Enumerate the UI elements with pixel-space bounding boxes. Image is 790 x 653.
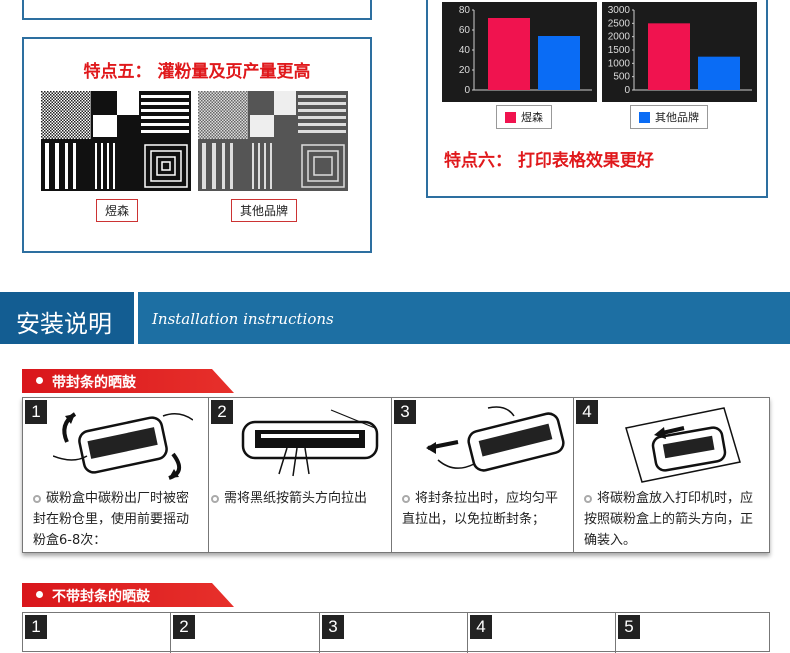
- y-tick-label: 3000: [608, 5, 631, 16]
- y-tick-label: 1000: [608, 58, 631, 69]
- y-tick-label: 500: [613, 72, 630, 83]
- legend-other-swatch: [639, 111, 650, 123]
- step-3-text-content: 将封条拉出时，应均匀平直拉出，以免拉断封条；: [402, 491, 559, 527]
- step-b1: 1: [23, 613, 171, 653]
- step-4-text-content: 将碳粉盒放入打印机时，应按照碳粉盒上的箭头方向，正确装入。: [584, 491, 754, 548]
- step-3-text: 将封条拉出时，应均匀平直拉出，以免拉断封条；: [402, 488, 565, 530]
- legend-other: 其他品牌: [630, 105, 708, 129]
- step-4-number: 4: [576, 400, 598, 424]
- y-tick-label: 2000: [608, 32, 631, 43]
- step-2-text-content: 需将黑纸按箭头方向拉出: [224, 491, 368, 506]
- step-b2-number: 2: [173, 615, 195, 639]
- install-title-block: [0, 292, 138, 344]
- step-1-number: 1: [25, 400, 47, 424]
- brand-sample-tag: 煜森: [96, 199, 139, 222]
- shake-cartridge-illustration: [53, 412, 193, 480]
- with-seal-header: 带封条的晒鼓: [22, 369, 234, 393]
- insert-cartridge-illustration: [625, 407, 741, 483]
- bar-其他品牌: [538, 36, 580, 90]
- y-tick-label: 40: [459, 45, 471, 56]
- step-1: 1 碳粉盒中碳粉出厂时被密封在粉仓里，使用前要摇动粉盒6-8次：: [23, 398, 209, 552]
- bullet-icon: [402, 494, 410, 503]
- y-tick-label: 0: [464, 85, 470, 96]
- step-b3-number: 3: [322, 615, 344, 639]
- step-b5-number: 5: [618, 615, 640, 639]
- step-b3: 3: [320, 613, 468, 653]
- step-2-number: 2: [211, 400, 233, 424]
- pull-black-paper-illustration: [241, 409, 379, 477]
- y-tick-label: 1500: [608, 45, 631, 56]
- bar-煜森: [488, 18, 530, 90]
- feature5-box: 特点五： 灌粉量及页产量更高 煜森: [22, 37, 372, 253]
- chart-right-svg: 3000 2500 2000 1500 1000 500 0: [608, 5, 752, 96]
- step-2-text: 需将黑纸按箭头方向拉出: [211, 488, 391, 509]
- feature6-box: 80 60 40 20 0 3000 2500 2000 1500 1000 500 0 煜森 其他…: [426, 0, 768, 198]
- chart-left-svg: 80 60 40 20 0: [459, 5, 592, 96]
- with-seal-title: 带封条的晒鼓: [52, 375, 136, 391]
- bar-其他品牌: [698, 56, 740, 90]
- step-1-text: 碳粉盒中碳粉出厂时被密封在粉仓里，使用前要摇动粉盒6-8次：: [33, 488, 200, 551]
- pull-seal-illustration: [426, 406, 565, 472]
- install-title: 安装说明: [16, 310, 112, 338]
- y-tick-label: 2500: [608, 18, 631, 29]
- other-print-sample: [198, 91, 348, 191]
- with-seal-dot: [36, 377, 43, 384]
- bar-煜森: [648, 23, 690, 90]
- step-4: 4 将碳粉盒放入打印机时，应按照碳粉盒上的箭头方向，正确装入。: [574, 398, 770, 552]
- install-header-bar: 安装说明 Installation instructions: [0, 292, 790, 344]
- chart-left: 80 60 40 20 0: [442, 2, 597, 102]
- without-seal-title: 不带封条的晒鼓: [52, 589, 150, 605]
- legend-brand: 煜森: [496, 105, 552, 129]
- feature4-box-remnant: [22, 0, 372, 20]
- without-seal-steps: 1 2 3 4 5: [22, 612, 770, 653]
- step-2: 2 需将黑纸按箭头方向拉出: [209, 398, 392, 552]
- y-tick-label: 20: [459, 65, 471, 76]
- with-seal-steps: 1 碳粉盒中碳粉出厂时被密封在粉仓里，使用前要摇动粉盒6-8次： 2 需将黑纸按…: [22, 397, 770, 553]
- step-3: 3 将封条拉出时，应均匀平直拉出，以免拉断封条；: [392, 398, 574, 552]
- install-subtitle: Installation instructions: [152, 310, 334, 328]
- without-seal-dot: [36, 591, 43, 598]
- step-b4-number: 4: [470, 615, 492, 639]
- y-tick-label: 80: [459, 5, 471, 16]
- step-b4: 4: [468, 613, 616, 653]
- chart-right: 3000 2500 2000 1500 1000 500 0: [602, 2, 757, 102]
- step-3-number: 3: [394, 400, 416, 424]
- step-b1-number: 1: [25, 615, 47, 639]
- y-tick-label: 60: [459, 25, 471, 36]
- step-b2: 2: [171, 613, 320, 653]
- without-seal-header: 不带封条的晒鼓: [22, 583, 234, 607]
- brand-print-sample: [41, 91, 191, 191]
- feature6-title: 特点六： 打印表格效果更好: [444, 151, 654, 171]
- y-tick-label: 0: [624, 85, 630, 96]
- feature5-title: 特点五： 灌粉量及页产量更高: [83, 62, 311, 82]
- step-b5: 5: [616, 613, 770, 653]
- legend-brand-label: 煜森: [521, 111, 543, 124]
- step-1-text-content: 碳粉盒中碳粉出厂时被密封在粉仓里，使用前要摇动粉盒6-8次：: [33, 491, 190, 548]
- bullet-icon: [211, 494, 219, 503]
- step-4-text: 将碳粉盒放入打印机时，应按照碳粉盒上的箭头方向，正确装入。: [584, 488, 762, 551]
- bullet-icon: [584, 494, 592, 503]
- other-sample-tag: 其他品牌: [231, 199, 298, 222]
- legend-brand-swatch: [505, 111, 516, 123]
- bullet-icon: [33, 494, 41, 503]
- legend-other-label: 其他品牌: [655, 111, 699, 124]
